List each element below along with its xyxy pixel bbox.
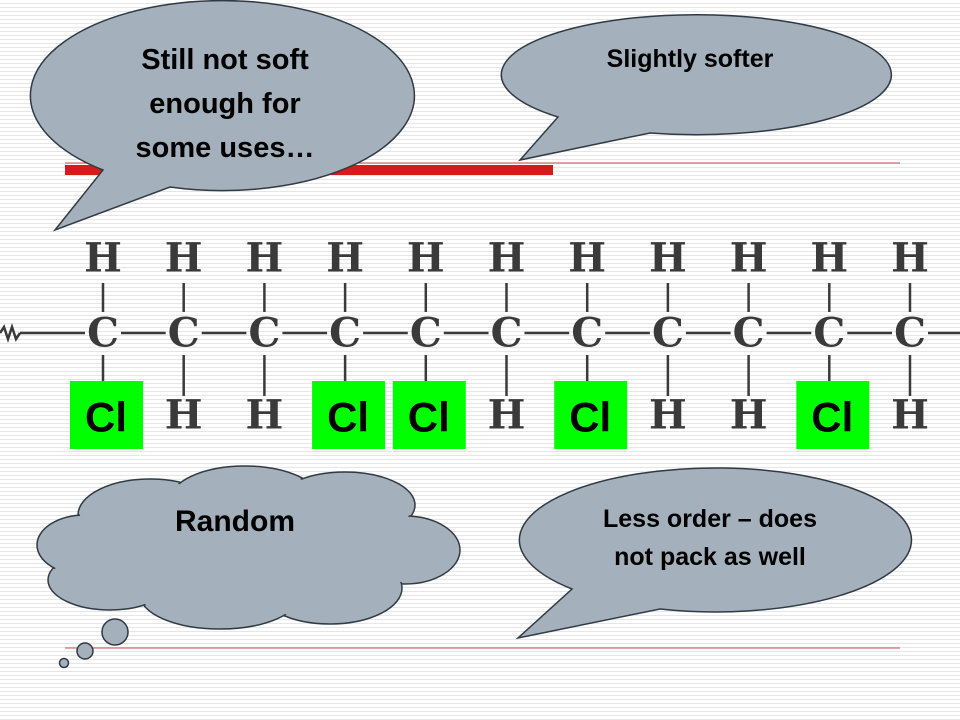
hydrogen-atom-top: H bbox=[568, 235, 606, 282]
hydrogen-atom-top: H bbox=[165, 235, 203, 282]
hydrogen-atom-bottom: H bbox=[649, 392, 687, 439]
hydrogen-atom-top: H bbox=[326, 235, 364, 282]
carbon-atom: C bbox=[329, 310, 361, 357]
chlorine-atom: Cl bbox=[569, 394, 611, 441]
chlorine-highlight-box bbox=[312, 381, 386, 449]
callout-less-order-text: Less order – does not pack as well bbox=[540, 500, 880, 576]
carbon-atom: C bbox=[894, 310, 926, 357]
chlorine-atom: Cl bbox=[408, 394, 450, 441]
callout-line: enough for bbox=[149, 88, 301, 120]
thought-bubble-small bbox=[58, 657, 70, 669]
speech-bubble-less-order bbox=[515, 467, 913, 640]
speech-bubble-slightly-softer bbox=[500, 13, 893, 162]
carbon-atom: C bbox=[652, 310, 684, 357]
carbon-atom: C bbox=[87, 310, 119, 357]
chlorine-atom: Cl bbox=[327, 394, 369, 441]
hydrogen-atom-top: H bbox=[246, 235, 284, 282]
callout-line: Still not soft bbox=[141, 44, 309, 76]
carbon-atom: C bbox=[410, 310, 442, 357]
chlorine-atom: Cl bbox=[811, 394, 853, 441]
chlorine-highlight-box bbox=[554, 381, 628, 449]
thought-bubble-large bbox=[101, 618, 129, 646]
callout-line: not pack as well bbox=[614, 543, 806, 571]
chlorine-highlight-box bbox=[70, 381, 143, 449]
hydrogen-atom-bottom: H bbox=[730, 392, 768, 439]
callout-line: some uses… bbox=[135, 132, 315, 164]
chlorine-highlight-box bbox=[392, 381, 466, 449]
wavy-chain-end bbox=[0, 323, 22, 343]
hydrogen-atom-top: H bbox=[891, 235, 929, 282]
callout-line: Less order – does bbox=[603, 505, 817, 533]
carbon-atom: C bbox=[491, 310, 523, 357]
hydrogen-atom-top: H bbox=[488, 235, 526, 282]
carbon-atom: C bbox=[168, 310, 200, 357]
carbon-atom: C bbox=[571, 310, 603, 357]
carbon-atom: C bbox=[733, 310, 765, 357]
hydrogen-atom-bottom: H bbox=[488, 392, 526, 439]
callout-line: Random bbox=[175, 505, 295, 538]
hydrogen-atom-bottom: H bbox=[891, 392, 929, 439]
carbon-atom: C bbox=[248, 310, 280, 357]
thought-cloud-fill bbox=[39, 468, 458, 627]
hydrogen-atom-top: H bbox=[810, 235, 848, 282]
chlorine-atom: Cl bbox=[85, 394, 127, 441]
carbon-atom: C bbox=[813, 310, 845, 357]
speech-bubble-still-not-soft bbox=[29, 0, 416, 232]
thought-bubble-medium bbox=[76, 642, 94, 660]
callout-still-not-soft-text: Still not soft enough for some uses… bbox=[90, 38, 360, 170]
callout-slightly-softer-text: Slightly softer bbox=[530, 42, 850, 76]
hydrogen-atom-bottom: H bbox=[165, 392, 203, 439]
hydrogen-atom-top: H bbox=[730, 235, 768, 282]
hydrogen-atom-bottom: H bbox=[246, 392, 284, 439]
hydrogen-atom-top: H bbox=[649, 235, 687, 282]
hydrogen-atom-top: H bbox=[84, 235, 122, 282]
hydrogen-atom-top: H bbox=[407, 235, 445, 282]
callout-line: Slightly softer bbox=[606, 45, 774, 73]
thought-cloud-text: Random bbox=[120, 502, 350, 542]
chlorine-highlight-box bbox=[796, 381, 870, 449]
